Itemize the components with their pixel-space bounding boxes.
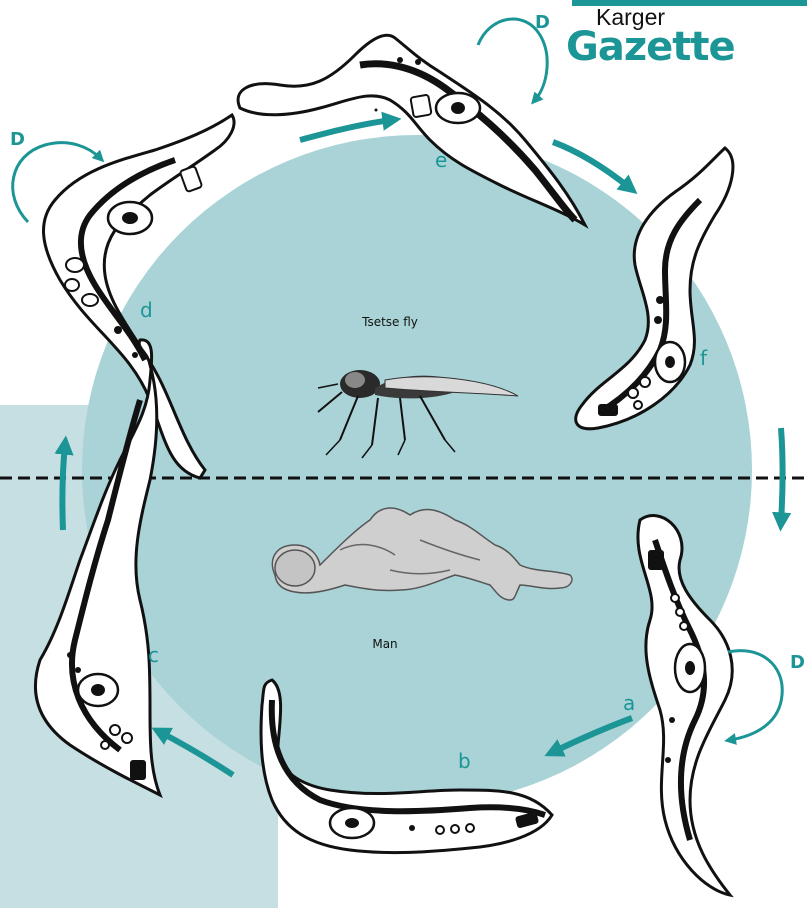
division-marker-e: D	[535, 12, 550, 33]
stage-label-f: f	[700, 346, 708, 370]
stage-label-a: a	[623, 691, 635, 715]
arrow-c-to-d	[62, 445, 65, 530]
stage-label-c: c	[148, 643, 159, 667]
arrow-f-to-a	[781, 428, 783, 522]
brand-header: Karger Gazette	[566, 0, 807, 70]
host-label-man: Man	[372, 637, 397, 651]
arrow-d-to-e	[300, 120, 392, 140]
division-marker-a: D	[790, 652, 805, 673]
host-label-tsetse-fly: Tsetse fly	[361, 315, 418, 329]
stage-label-b: b	[458, 749, 471, 773]
gazette-title: Gazette	[566, 24, 735, 70]
stage-label-d: d	[140, 298, 153, 322]
division-loop-a	[728, 651, 782, 740]
division-marker-d: D	[10, 129, 25, 150]
stage-label-e: e	[435, 148, 447, 172]
